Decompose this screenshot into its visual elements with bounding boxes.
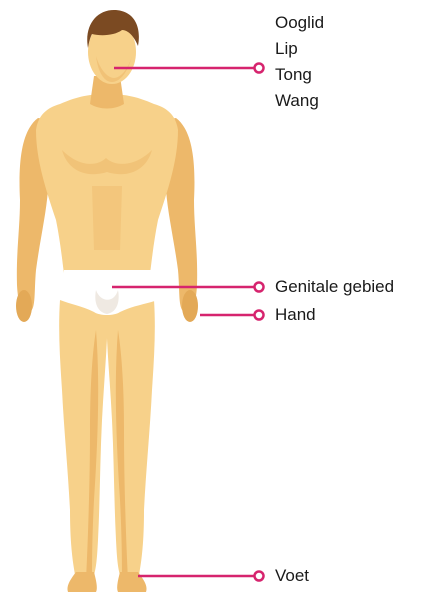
label-lip: Lip: [275, 38, 298, 60]
left-foot: [67, 572, 96, 592]
abs-shade: [92, 186, 122, 250]
left-leg: [59, 300, 108, 580]
right-leg: [106, 300, 155, 580]
body-figure: [16, 10, 198, 592]
label-wang: Wang: [275, 90, 319, 112]
hand-pointer-dot: [255, 311, 264, 320]
genital-pointer-dot: [255, 283, 264, 292]
foot-pointer-dot: [255, 572, 264, 581]
label-genital-area: Genitale gebied: [275, 276, 394, 298]
label-tong: Tong: [275, 64, 312, 86]
head-pointer-dot: [255, 64, 264, 73]
right-hand: [182, 290, 198, 322]
label-foot: Voet: [275, 565, 309, 587]
label-hand: Hand: [275, 304, 316, 326]
left-hand: [16, 290, 32, 322]
label-ooglid: Ooglid: [275, 12, 324, 34]
